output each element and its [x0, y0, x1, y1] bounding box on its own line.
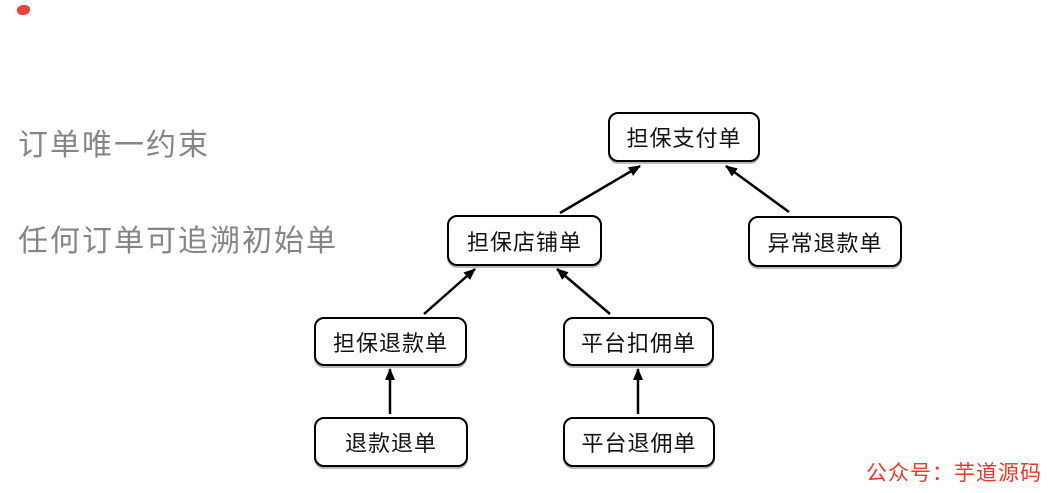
node-label: 担保支付单 [626, 126, 742, 151]
node-label: 担保店铺单 [466, 229, 582, 255]
node-label: 平台扣佣单 [580, 330, 696, 356]
node-label: 担保退款单 [332, 330, 448, 356]
edges-group [385, 164, 790, 414]
note-order-traceable: 任何订单可追溯初始单 [18, 225, 338, 258]
node-guarantee-shop: 担保店铺单 [447, 215, 602, 266]
edge-platform-commission-to-guarantee-shop [556, 268, 611, 315]
node-label: 退款退单 [344, 431, 437, 456]
node-label: 异常退款单 [767, 230, 883, 256]
edge-guarantee-shop-to-guarantee-payment [559, 164, 641, 215]
node-label: 平台退佣单 [581, 431, 697, 456]
node-guarantee-payment: 担保支付单 [608, 112, 760, 162]
node-abnormal-refund: 异常退款单 [748, 216, 902, 267]
node-refund-return: 退款退单 [314, 417, 468, 467]
edge-guarantee-refund-to-guarantee-shop [423, 268, 476, 315]
red-dot-icon [17, 5, 30, 15]
node-platform-commission: 平台扣佣单 [563, 317, 714, 366]
edge-abnormal-refund-to-guarantee-payment [725, 164, 790, 214]
note-order-unique-constraint: 订单唯一约束 [18, 129, 210, 162]
node-guarantee-refund: 担保退款单 [314, 317, 467, 366]
watermark-text: 公众号：芋道源码 [866, 461, 1042, 485]
node-platform-commission-refund: 平台退佣单 [563, 417, 715, 467]
